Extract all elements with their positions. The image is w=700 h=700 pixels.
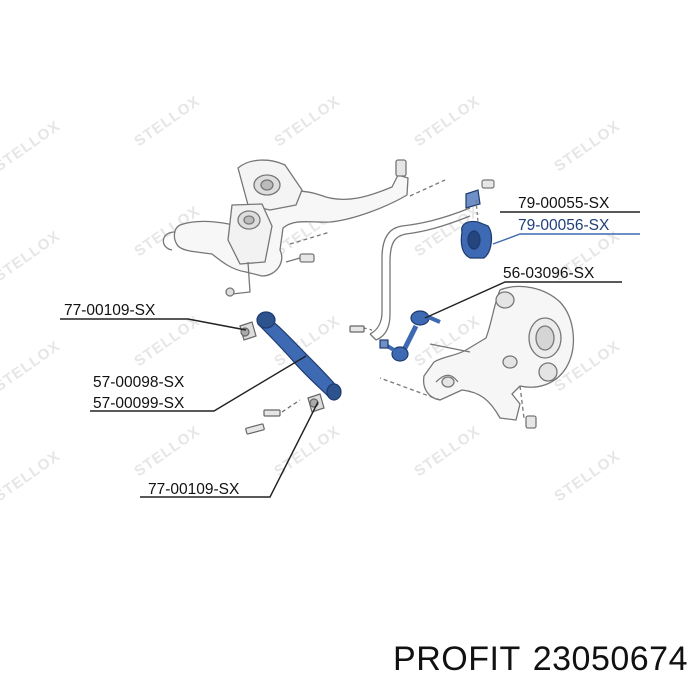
rear-control-arm bbox=[256, 311, 342, 401]
watermark-text: STELLOX bbox=[131, 313, 203, 371]
part-label-77-00109-upper[interactable]: 77-00109-SX bbox=[64, 302, 156, 319]
stabilizer-bushing bbox=[460, 179, 495, 259]
watermark-text: STELLOX bbox=[411, 93, 483, 151]
part-label-57-00098[interactable]: 57-00098-SX bbox=[93, 374, 185, 391]
watermark-text: STELLOX bbox=[131, 93, 203, 151]
knuckle-assembly bbox=[379, 285, 575, 429]
watermark-text: STELLOX bbox=[551, 118, 623, 176]
watermark-text: STELLOX bbox=[0, 228, 63, 286]
catalog-number: 23050674 bbox=[532, 640, 688, 678]
part-label-79-00056[interactable]: 79-00056-SX bbox=[518, 217, 610, 234]
leader-lines bbox=[60, 211, 640, 498]
part-label-79-00055[interactable]: 79-00055-SX bbox=[518, 195, 610, 212]
watermark-text: STELLOX bbox=[271, 93, 343, 151]
subframe-drawing bbox=[162, 159, 446, 297]
watermark-text: STELLOX bbox=[131, 423, 203, 481]
catalog-caption: PROFIT 23050674 bbox=[381, 640, 688, 679]
watermark-text: STELLOX bbox=[0, 338, 63, 396]
part-labels: 79-00055-SX 79-00056-SX 56-03096-SX 77-0… bbox=[64, 195, 610, 498]
part-label-57-00099[interactable]: 57-00099-SX bbox=[93, 395, 185, 412]
brand-name: PROFIT bbox=[393, 640, 521, 678]
part-label-77-00109-lower[interactable]: 77-00109-SX bbox=[148, 481, 240, 498]
watermark-text: STELLOX bbox=[0, 448, 63, 506]
part-label-56-03096[interactable]: 56-03096-SX bbox=[503, 265, 595, 282]
watermark-text: STELLOX bbox=[0, 118, 63, 176]
watermark-text: STELLOX bbox=[551, 448, 623, 506]
watermark-text: STELLOX bbox=[411, 423, 483, 481]
